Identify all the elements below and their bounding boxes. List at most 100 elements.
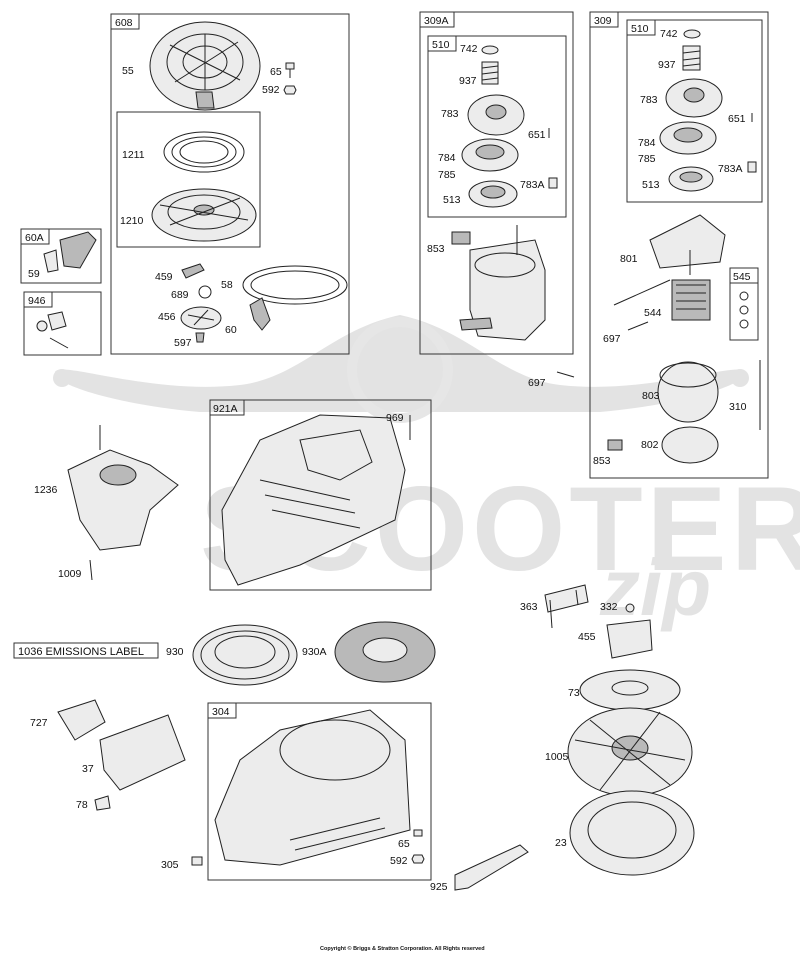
group-608-inner-box <box>116 111 261 248</box>
part-label-783A-b: 783A <box>718 163 743 175</box>
group-921A-tab <box>209 399 245 416</box>
part-label-785-a: 785 <box>438 169 456 181</box>
group-946-box <box>23 291 102 356</box>
rotating-screen-930-drawing <box>192 624 298 686</box>
part-label-727: 727 <box>30 717 48 729</box>
part-label-853-b: 853 <box>593 455 611 467</box>
part-label-37: 37 <box>82 763 94 775</box>
group-309-box <box>589 11 769 479</box>
group-608: 608 <box>110 13 350 355</box>
group-309A: 309A 510 <box>419 11 574 355</box>
part-label-65-a: 65 <box>270 66 282 78</box>
group-309A-box <box>419 11 574 355</box>
group-510a-box <box>427 35 567 218</box>
group-309: 309 510 545 <box>589 11 769 479</box>
part-label-783-a: 783 <box>441 108 459 120</box>
group-946-tab <box>23 291 53 308</box>
emissions-label: 1036 EMISSIONS LABEL <box>13 642 159 659</box>
part-label-969: 969 <box>386 412 404 424</box>
part-label-930: 930 <box>166 646 184 658</box>
group-304: 304 <box>207 702 432 881</box>
part-label-592-b: 592 <box>390 855 408 867</box>
watermark-script: zip <box>599 543 711 632</box>
group-304-box <box>207 702 432 881</box>
group-921A: 921A <box>209 399 432 591</box>
part-label-1009: 1009 <box>58 568 82 580</box>
group-510b-label: 510 <box>631 23 649 35</box>
group-608-label: 608 <box>115 17 133 29</box>
part-label-785-b: 785 <box>638 153 656 165</box>
part-label-65-b: 65 <box>398 838 410 850</box>
part-label-783-b: 783 <box>640 94 658 106</box>
part-label-23: 23 <box>555 837 567 849</box>
group-921A-box <box>209 399 432 591</box>
part-label-1210: 1210 <box>120 215 144 227</box>
part-label-305: 305 <box>161 859 179 871</box>
group-510a-label: 510 <box>432 39 450 51</box>
part-label-58: 58 <box>221 279 233 291</box>
part-label-73: 73 <box>568 687 580 699</box>
group-309A-tab <box>419 11 455 28</box>
part-label-937-a: 937 <box>459 75 477 87</box>
group-309-label: 309 <box>594 15 612 27</box>
bolt-65-drawing <box>283 62 297 95</box>
group-60A-tab <box>20 228 50 245</box>
part-label-925: 925 <box>430 881 448 893</box>
governor-1236-drawing <box>67 425 179 581</box>
part-label-59: 59 <box>28 268 40 280</box>
part-label-456: 456 <box>158 311 176 323</box>
kit-946-drawing <box>36 311 69 349</box>
starter-motor-a-drawing <box>451 225 546 341</box>
starter-drive-a-drawing <box>461 45 558 208</box>
part-label-1236: 1236 <box>34 484 58 496</box>
part-label-597: 597 <box>174 337 192 349</box>
group-510b-tab <box>626 19 656 36</box>
group-510a-tab <box>427 35 457 52</box>
baffle-925-drawing <box>454 844 529 891</box>
watermark-scooter-shape <box>54 315 746 412</box>
blower-cover-drawing <box>221 414 411 586</box>
recoil-housing-drawing <box>149 21 261 111</box>
part-label-783A-a: 783A <box>520 179 545 191</box>
part-label-459: 459 <box>155 271 173 283</box>
part-label-651-b: 651 <box>728 113 746 125</box>
part-label-697-b: 697 <box>528 377 546 389</box>
part-label-1005: 1005 <box>545 751 569 763</box>
group-921A-label: 921A <box>213 403 238 415</box>
part-label-592-a: 592 <box>262 84 280 96</box>
part-label-930A: 930A <box>302 646 327 658</box>
copyright-text: Copyright © Briggs & Stratton Corporatio… <box>320 945 485 952</box>
part-label-363: 363 <box>520 601 538 613</box>
starter-small-parts-drawing <box>180 263 348 343</box>
part-label-742-b: 742 <box>660 28 678 40</box>
group-946-label: 946 <box>28 295 46 307</box>
part-label-742-a: 742 <box>460 43 478 55</box>
group-608-box <box>110 13 350 355</box>
watermark-circle <box>347 317 453 423</box>
part-label-55: 55 <box>122 65 134 77</box>
starter-drive-b-drawing <box>659 29 757 192</box>
part-label-784-b: 784 <box>638 137 656 149</box>
group-60A-box <box>20 228 102 284</box>
part-label-332: 332 <box>600 601 618 613</box>
emissions-label-text: 1036 EMISSIONS LABEL <box>18 646 144 658</box>
part-label-60: 60 <box>225 324 237 336</box>
part-label-937-b: 937 <box>658 59 676 71</box>
part-label-544: 544 <box>644 307 662 319</box>
group-309-tab <box>589 11 619 28</box>
emissions-label-box <box>13 642 159 659</box>
flywheel-stack-drawing <box>544 584 695 876</box>
part-label-310: 310 <box>729 401 747 413</box>
watermark-right-dot <box>731 369 749 387</box>
group-545-tab <box>729 267 759 284</box>
starter-motor-b-drawing <box>556 214 761 464</box>
part-label-513-b: 513 <box>642 179 660 191</box>
part-label-784-a: 784 <box>438 152 456 164</box>
group-510b-box <box>626 19 763 203</box>
blower-housing-drawing <box>191 709 425 866</box>
rewind-spring-drawing <box>163 131 245 173</box>
rotating-screen-930A-drawing <box>334 621 436 683</box>
group-545-label: 545 <box>733 271 751 283</box>
part-label-651-a: 651 <box>528 129 546 141</box>
